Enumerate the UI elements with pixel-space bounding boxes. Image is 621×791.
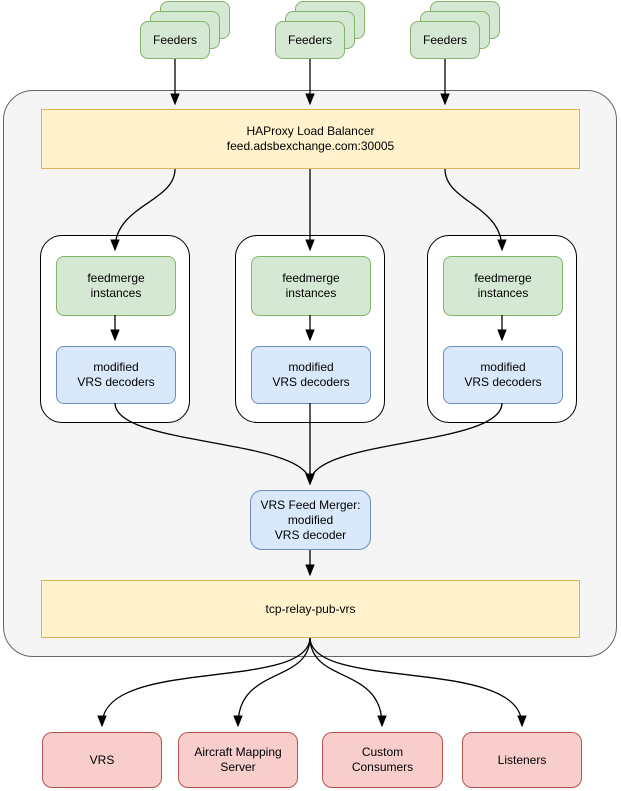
feedmerge-instances-label: feedmerge instances	[87, 271, 145, 300]
feedmerge-group-1: feedmerge instances modified VRS decoder…	[40, 235, 190, 423]
haproxy-label: HAProxy Load Balancer feed.adsbexchange.…	[226, 124, 395, 153]
vrs-decoders-label: modified VRS decoders	[464, 360, 542, 389]
feedmerge-instances-box: feedmerge instances	[443, 256, 563, 316]
haproxy-load-balancer-box: HAProxy Load Balancer feed.adsbexchange.…	[41, 109, 580, 169]
feeders-box: Feeders	[275, 21, 345, 59]
feedmerge-group-2: feedmerge instances modified VRS decoder…	[235, 235, 385, 423]
feedmerge-instances-label: feedmerge instances	[474, 271, 532, 300]
feeders-box: Feeders	[140, 21, 210, 59]
consumer-vrs-box: VRS	[42, 732, 162, 788]
consumer-custom-consumers-label: Custom Consumers	[351, 745, 414, 774]
consumer-vrs-label: VRS	[89, 752, 115, 767]
feeders-label: Feeders	[152, 32, 198, 47]
feeder-stack-3: Feeders	[410, 1, 502, 61]
tcp-relay-label: tcp-relay-pub-vrs	[265, 601, 356, 616]
consumer-listeners-label: Listeners	[497, 752, 547, 767]
feedmerge-instances-box: feedmerge instances	[251, 256, 371, 316]
vrs-decoders-box: modified VRS decoders	[443, 346, 563, 404]
vrs-feed-merger-label: VRS Feed Merger: modified VRS decoder	[260, 497, 361, 542]
vrs-feed-merger-box: VRS Feed Merger: modified VRS decoder	[250, 490, 371, 550]
feedmerge-instances-label: feedmerge instances	[282, 271, 340, 300]
feedmerge-instances-box: feedmerge instances	[56, 256, 176, 316]
consumer-aircraft-mapping-server-box: Aircraft Mapping Server	[178, 732, 298, 788]
vrs-decoders-box: modified VRS decoders	[56, 346, 176, 404]
feeders-label: Feeders	[287, 32, 333, 47]
consumer-listeners-box: Listeners	[462, 732, 582, 788]
feedmerge-group-3: feedmerge instances modified VRS decoder…	[427, 235, 577, 423]
feeder-stack-1: Feeders	[140, 1, 232, 61]
consumer-custom-consumers-box: Custom Consumers	[322, 732, 443, 788]
feeder-stack-2: Feeders	[275, 1, 367, 61]
consumer-aircraft-mapping-server-label: Aircraft Mapping Server	[194, 745, 282, 774]
vrs-decoders-label: modified VRS decoders	[272, 360, 350, 389]
feeders-box: Feeders	[410, 21, 480, 59]
feeders-label: Feeders	[422, 32, 468, 47]
vrs-decoders-label: modified VRS decoders	[77, 360, 155, 389]
vrs-decoders-box: modified VRS decoders	[251, 346, 371, 404]
tcp-relay-pub-vrs-box: tcp-relay-pub-vrs	[41, 580, 580, 638]
